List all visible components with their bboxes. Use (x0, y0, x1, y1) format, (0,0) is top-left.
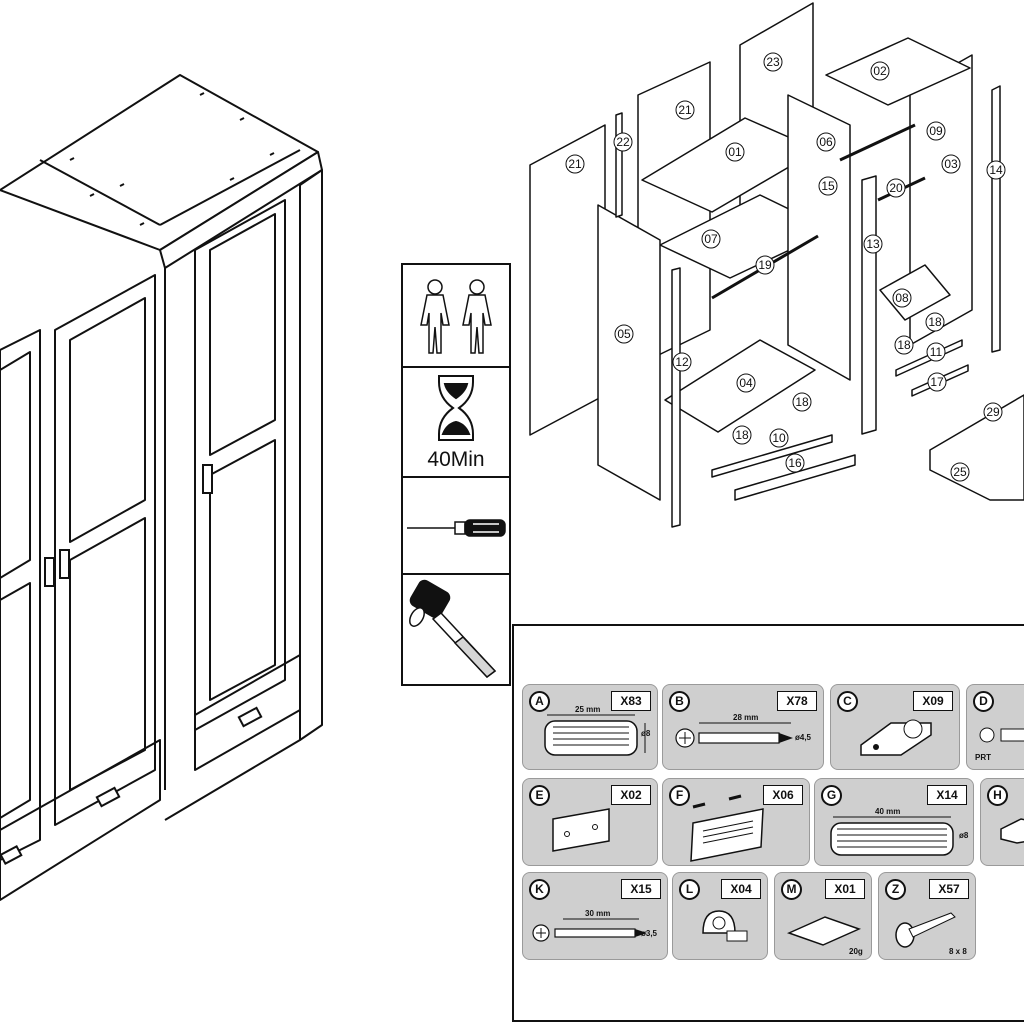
part-marker-05 (614, 324, 634, 344)
hardware-card-e: E X02 (522, 778, 658, 866)
screwdriver-icon (407, 519, 506, 537)
mallet-cell (403, 575, 509, 684)
part-marker-07 (701, 229, 721, 249)
svg-text:21: 21 (678, 103, 692, 117)
svg-text:18: 18 (928, 315, 942, 329)
rubber-mallet-icon (409, 579, 497, 679)
part-marker-21b (565, 154, 585, 174)
svg-text:16: 16 (788, 456, 802, 470)
svg-text:04: 04 (739, 376, 753, 390)
part-marker-01 (725, 142, 745, 162)
svg-text:02: 02 (873, 64, 887, 78)
svg-text:14: 14 (989, 163, 1003, 177)
svg-text:06: 06 (819, 135, 833, 149)
hourglass-icon (438, 375, 474, 441)
part-marker-09 (926, 121, 946, 141)
part-marker-16 (785, 453, 805, 473)
two-person-cell (403, 265, 509, 368)
part-marker-12 (672, 352, 692, 372)
part-marker-13 (863, 234, 883, 254)
bracket-icon (1000, 818, 1024, 844)
hardware-card-h: H (980, 778, 1024, 866)
part-marker-23 (763, 52, 783, 72)
part-marker-21a (675, 100, 695, 120)
svg-text:22: 22 (616, 135, 630, 149)
part-marker-02 (870, 61, 890, 81)
wood-screw-icon (675, 722, 793, 748)
svg-text:11: 11 (930, 345, 943, 359)
part-marker-25 (950, 462, 970, 482)
hardware-card-c: C X09 (830, 684, 960, 770)
part-marker-06 (816, 132, 836, 152)
part-marker-14 (986, 160, 1006, 180)
hardware-card-g: G X14 40 mm ø8 (814, 778, 974, 866)
tools-panel: 40Min (401, 263, 511, 686)
rod-support-icon (702, 910, 748, 942)
two-persons-icon (420, 279, 492, 354)
part-marker-17 (927, 372, 947, 392)
svg-text:13: 13 (866, 237, 880, 251)
nail-icon (895, 912, 956, 948)
svg-text:01: 01 (728, 145, 742, 159)
svg-text:17: 17 (930, 375, 944, 389)
exploded-parts-diagram: 01 02 03 04 05 06 07 08 09 10 11 12 13 1… (529, 2, 1024, 528)
svg-text:05: 05 (617, 327, 631, 341)
cam-bolt-icon (979, 727, 1024, 743)
hardware-card-m: M X01 20g (774, 872, 872, 960)
svg-text:18: 18 (795, 395, 809, 409)
connector-plate-icon (552, 808, 610, 852)
hardware-card-a: A X83 25 mm ø8 (522, 684, 658, 770)
svg-text:18: 18 (735, 428, 749, 442)
part-marker-03 (941, 154, 961, 174)
hinge-icon (860, 719, 932, 756)
part-marker-29 (983, 402, 1003, 422)
svg-text:07: 07 (704, 232, 718, 246)
part-marker-04 (736, 373, 756, 393)
svg-text:08: 08 (895, 291, 909, 305)
svg-text:18: 18 (897, 338, 911, 352)
svg-text:15: 15 (821, 179, 835, 193)
hardware-card-l: L X04 (672, 872, 768, 960)
handle-with-screws-icon (690, 794, 764, 862)
time-cell: 40Min (403, 368, 509, 478)
long-screw-icon (532, 918, 647, 942)
part-marker-18b (894, 335, 914, 355)
svg-text:29: 29 (986, 405, 1000, 419)
assembled-wardrobe-drawing (0, 74, 323, 901)
hardware-card-f: F X06 (662, 778, 810, 866)
hardware-panel: A X83 25 mm ø8 B X78 28 mm ø4,5 C X09 (512, 624, 1024, 1022)
svg-text:12: 12 (675, 355, 689, 369)
wood-dowel-icon (544, 714, 646, 756)
part-marker-10 (769, 428, 789, 448)
assembly-time: 40Min (427, 448, 485, 471)
svg-text:19: 19 (758, 258, 772, 272)
part-marker-15 (818, 176, 838, 196)
part-marker-11 (926, 342, 946, 362)
screwdriver-cell (403, 478, 509, 575)
glue-pack-icon (786, 916, 862, 946)
hardware-card-z: Z X57 8 x 8 (878, 872, 976, 960)
svg-text:23: 23 (766, 55, 780, 69)
svg-text:10: 10 (772, 431, 786, 445)
hardware-card-k: K X15 30 mm ø3,5 (522, 872, 668, 960)
part-marker-08 (892, 288, 912, 308)
part-marker-18d (732, 425, 752, 445)
svg-text:09: 09 (929, 124, 943, 138)
part-marker-22 (613, 132, 633, 152)
hardware-card-b: B X78 28 mm ø4,5 (662, 684, 824, 770)
svg-text:21: 21 (568, 157, 582, 171)
long-dowel-icon (830, 816, 954, 856)
part-marker-19 (755, 255, 775, 275)
hardware-card-d: D PRT (966, 684, 1024, 770)
svg-text:03: 03 (944, 157, 958, 171)
part-marker-20 (886, 178, 906, 198)
svg-text:25: 25 (953, 465, 967, 479)
svg-text:20: 20 (889, 181, 903, 195)
part-marker-18a (925, 312, 945, 332)
part-marker-18c (792, 392, 812, 412)
